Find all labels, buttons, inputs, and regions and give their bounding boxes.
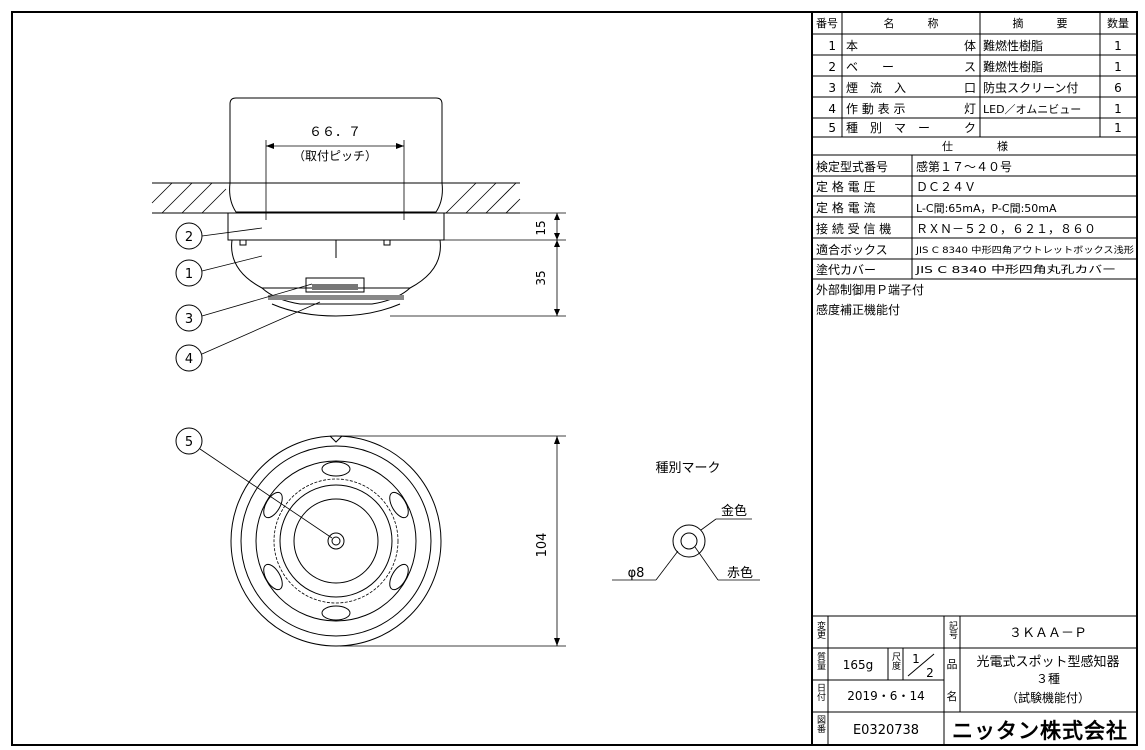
scale-denominator: 2: [926, 666, 934, 680]
spec-table: 仕 様 検定型式番号 感第１７～４０号 定 格 電 圧 ＤＣ２４Ｖ 定 格 電 …: [812, 139, 1137, 317]
symbol-label: 記号: [947, 620, 958, 640]
pitch-dimension: ６６．７: [309, 125, 361, 140]
parts-row-no: 3: [828, 81, 836, 95]
parts-row-qty: 1: [1114, 102, 1122, 116]
parts-row-name: 煙 流 入: [846, 81, 906, 95]
product-class: ３種: [1036, 672, 1060, 686]
parts-row-name: ベ ー: [846, 60, 894, 74]
spec-note: 外部制御用Ｐ端子付: [816, 282, 924, 297]
product-label: 品: [947, 658, 958, 671]
spec-value: L-C間:65mA，P-C間:50mA: [916, 202, 1057, 215]
callout-smoke-inlet: 3: [185, 312, 193, 327]
parts-row-name-end: 灯: [964, 102, 976, 116]
spec-value: ＲＸＮ－５２０，６２１，８６０: [916, 222, 1096, 236]
company-logo: ニッタン株式会社: [952, 719, 1128, 743]
parts-header-desc: 摘 要: [1013, 16, 1068, 30]
parts-row-no: 2: [828, 60, 836, 74]
parts-table: 番号 名 称 摘 要 数量 1 本 体 難燃性樹脂 1 2 ベ ー ス 難燃性樹…: [811, 12, 1137, 745]
parts-row-no: 5: [828, 121, 836, 135]
callout-base: 2: [185, 230, 193, 245]
spec-label: 定 格 電 圧: [816, 179, 875, 194]
base-height-dimension: 15: [534, 220, 548, 235]
spec-value: 感第１７～４０号: [916, 159, 1012, 174]
outer-color-label: 金色: [721, 503, 747, 519]
callout-indicator: 4: [185, 352, 193, 367]
parts-row-no: 4: [828, 102, 836, 116]
spec-header: 仕 様: [942, 139, 1008, 153]
parts-row-qty: 1: [1114, 121, 1122, 135]
parts-header-name: 名 称: [884, 16, 939, 30]
scale-label: 尺度: [890, 652, 901, 671]
drawing-number: E0320738: [853, 723, 919, 738]
callout-body: 1: [185, 267, 193, 282]
parts-row-name-end: 体: [964, 39, 976, 53]
parts-row-desc: 防虫スクリーン付: [983, 80, 1078, 95]
sheet-border: [11, 11, 1138, 746]
parts-row-name-end: 口: [964, 81, 976, 95]
model-number: ３ＫＡＡ－Ｐ: [1009, 626, 1087, 641]
spec-label: 検定型式番号: [816, 159, 888, 174]
parts-row-desc: 難燃性樹脂: [983, 38, 1043, 53]
type-mark-title: 種別マーク: [655, 460, 720, 476]
name-label: 名: [947, 689, 958, 703]
parts-row-desc: 難燃性樹脂: [983, 59, 1043, 74]
bottom-view: 104 5: [175, 427, 566, 647]
body-height-dimension: 35: [534, 270, 548, 285]
scale-numerator: 1: [912, 652, 920, 666]
parts-row-name: 作 動 表 示: [846, 102, 905, 116]
change-label: 変更: [815, 620, 826, 640]
parts-row-qty: 1: [1114, 39, 1122, 53]
drawing-no-label: 図番: [815, 715, 826, 733]
type-mark-detail: 種別マーク 金色 赤色 φ8: [612, 460, 760, 581]
parts-row-no: 1: [828, 39, 836, 53]
date-value: 2019・6・14: [847, 689, 924, 703]
parts-row-name-end: ク: [964, 121, 976, 135]
spec-value: JIS C 8340 中形四角アウトレットボックス浅形: [915, 244, 1134, 256]
date-label: 日付: [815, 683, 826, 702]
spec-note: 感度補正機能付: [816, 302, 900, 317]
diameter-dimension: 104: [535, 533, 550, 558]
inner-color-label: 赤色: [727, 565, 753, 581]
parts-row-name: 種 別 マ ー: [846, 121, 930, 135]
product-name: 光電式スポット型感知器: [976, 654, 1119, 670]
callout-type-mark: 5: [185, 435, 193, 450]
parts-row-name-end: ス: [964, 60, 976, 74]
mass-label: 質量: [815, 651, 826, 670]
title-block: 変更 記号 ３ＫＡＡ－Ｐ 質量 165g 尺度 1 2 品 名 光電式スポット型…: [812, 615, 1137, 745]
spec-value: JIS C 8340 中形四角丸孔カバー: [915, 263, 1116, 276]
pitch-label: （取付ピッチ）: [293, 149, 377, 163]
parts-row-name: 本: [846, 39, 858, 53]
parts-row-desc: LED／オムニビュー: [983, 103, 1081, 116]
parts-row-qty: 6: [1114, 81, 1122, 95]
product-feature: （試験機能付）: [1006, 690, 1090, 705]
mark-diameter-label: φ8: [628, 566, 645, 581]
parts-header-no: 番号: [816, 17, 838, 30]
spec-label: 適合ボックス: [816, 242, 888, 257]
parts-header-qty: 数量: [1107, 17, 1129, 30]
spec-value: ＤＣ２４Ｖ: [916, 180, 976, 194]
parts-row-qty: 1: [1114, 60, 1122, 74]
side-view: ６６．７ （取付ピッチ） 15 35 2 1 3 4: [151, 97, 566, 372]
spec-label: 接 続 受 信 機: [816, 221, 891, 236]
spec-label: 塗代カバー: [816, 262, 876, 277]
mass-value: 165g: [843, 658, 874, 672]
spec-label: 定 格 電 流: [816, 200, 875, 215]
